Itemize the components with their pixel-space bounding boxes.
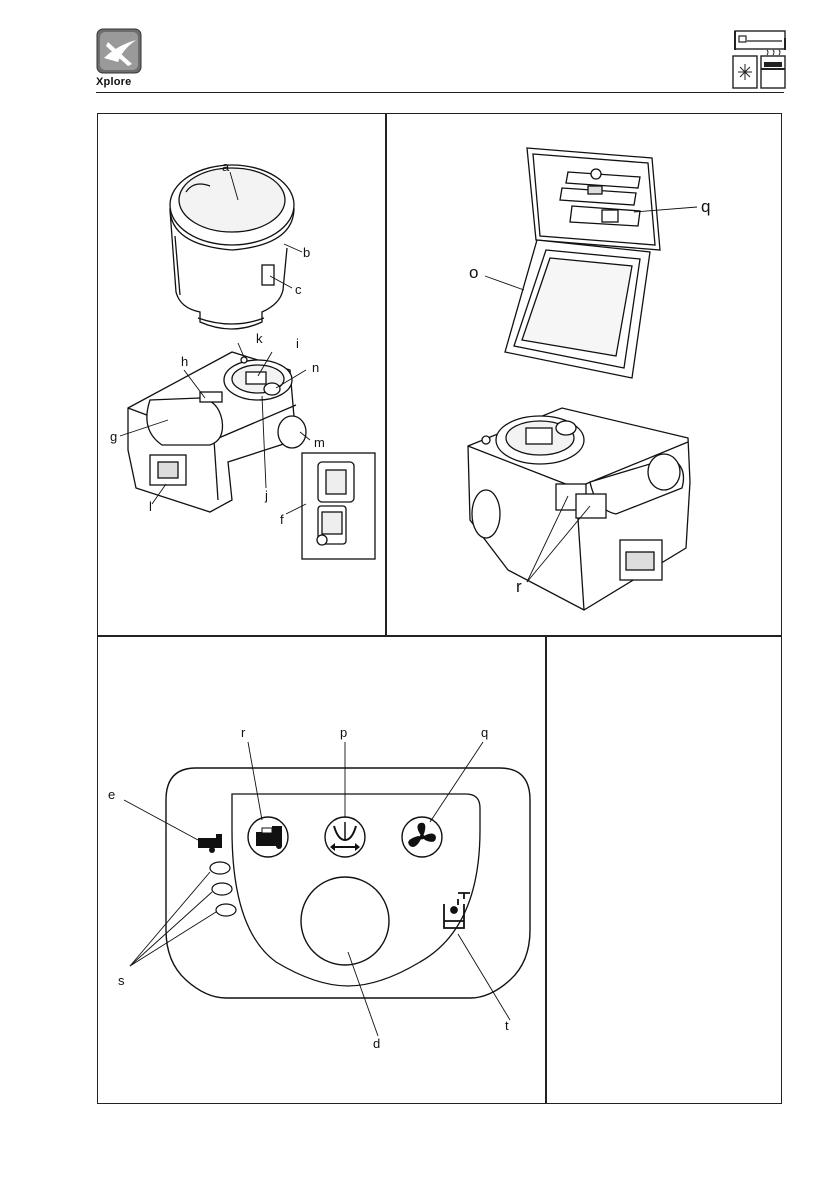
led-3 — [216, 904, 236, 916]
label-t: t — [505, 1019, 509, 1032]
label-d: d — [373, 1037, 380, 1050]
fan-icon — [402, 817, 442, 857]
label-p: p — [340, 726, 347, 739]
flush-button — [301, 877, 389, 965]
label-q-bottom: q — [481, 726, 488, 739]
label-r-bottom: r — [241, 726, 245, 739]
label-s: s — [118, 974, 125, 987]
tank-level-icon — [325, 817, 365, 857]
led-2 — [212, 883, 232, 895]
label-e: e — [108, 788, 115, 801]
led-1 — [210, 862, 230, 874]
cleaning-icon — [248, 817, 288, 857]
